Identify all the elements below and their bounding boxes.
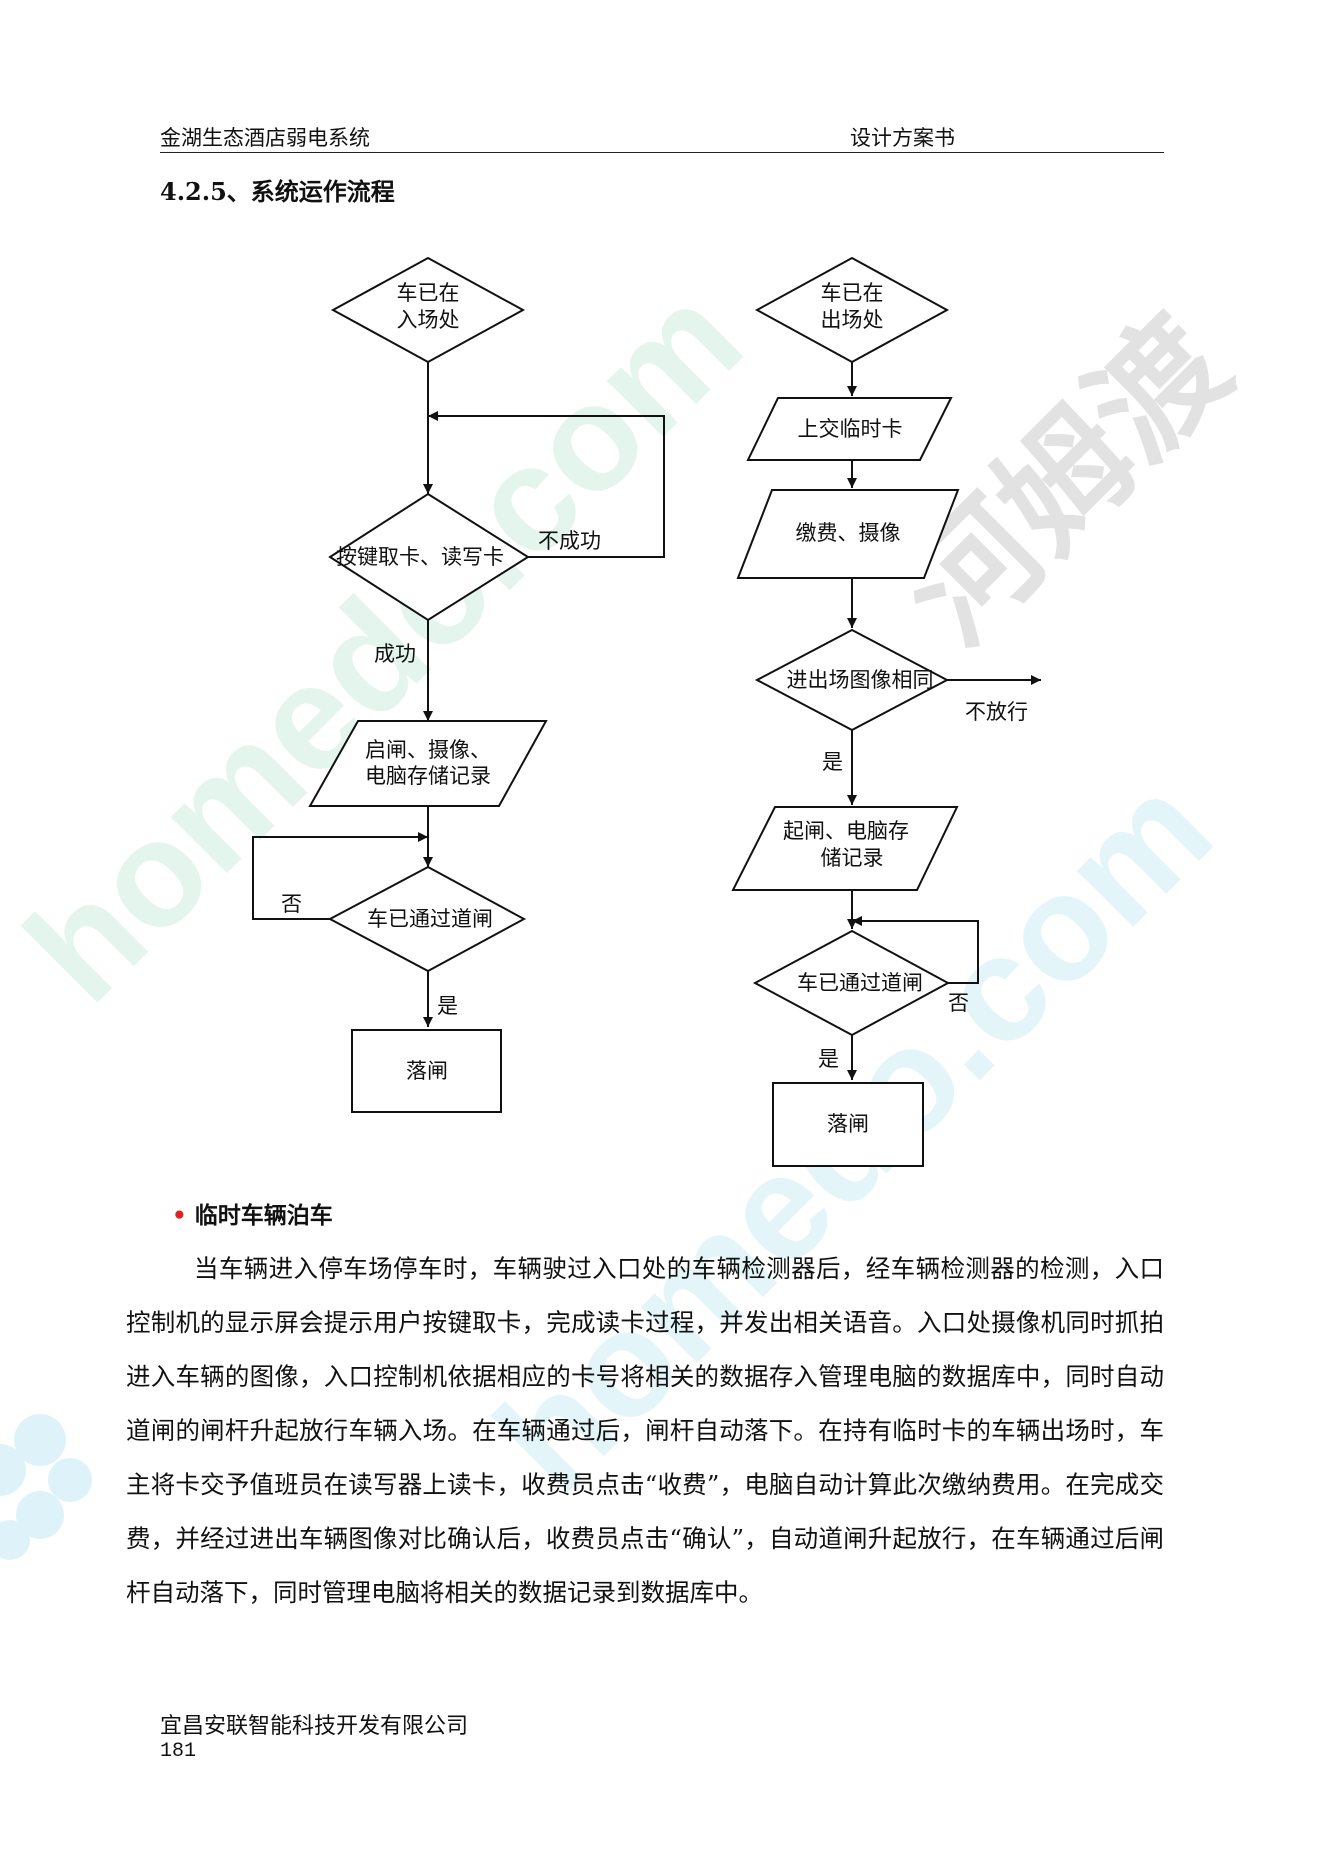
left-yes-label: 是 [437, 994, 458, 1018]
left-card-decision-label: 按键取卡、读写卡 [336, 545, 504, 569]
right-image-decision-label: 进出场图像相同 [787, 668, 934, 692]
right-start-label-1: 车已在 [821, 281, 884, 305]
subsection-title-row: • 临时车辆泊车 [172, 1196, 333, 1230]
left-end-label: 落闸 [406, 1059, 448, 1083]
right-start-label-2: 出场处 [821, 308, 884, 332]
body-paragraph: 当车辆进入停车场停车时，车辆驶过入口处的车辆检测器后，经车辆检测器的检测，入口控… [126, 1254, 1164, 1607]
left-success-label: 成功 [374, 642, 416, 666]
left-fail-label: 不成功 [538, 529, 601, 553]
right-yes-label-1: 是 [822, 750, 843, 774]
bullet-dot-icon: • [172, 1203, 187, 1229]
left-start-label-1: 车已在 [397, 281, 460, 305]
right-end-box [772, 1082, 924, 1167]
right-pay-label: 缴费、摄像 [796, 521, 901, 545]
right-card-parallelogram [746, 397, 953, 461]
left-pass-decision-label: 车已通过道闸 [367, 907, 493, 931]
watermark-flower-icon [0, 1414, 92, 1560]
right-pay-parallelogram [736, 489, 960, 579]
right-card-label: 上交临时卡 [798, 417, 903, 441]
right-no-label: 否 [948, 991, 969, 1015]
left-end-box [351, 1029, 502, 1113]
left-process-parallelogram [308, 720, 548, 807]
right-process-label-2: 储记录 [821, 846, 884, 870]
left-no-label: 否 [281, 892, 302, 916]
right-end-label: 落闸 [827, 1112, 869, 1136]
right-reject-label: 不放行 [965, 700, 1028, 724]
header-title: 金湖生态酒店弱电系统 [160, 126, 370, 150]
footer-company: 宜昌安联智能科技开发有限公司 [160, 1714, 469, 1739]
page-number: 181 [160, 1740, 197, 1763]
right-process-label-1: 起闸、电脑存 [783, 819, 909, 843]
header-divider [160, 152, 1164, 153]
left-start-label-2: 入场处 [397, 308, 460, 332]
subsection-title: 临时车辆泊车 [194, 1203, 333, 1229]
right-pass-decision-label: 车已通过道闸 [797, 971, 923, 995]
section-heading: 4.2.5、系统运作流程 [160, 177, 395, 206]
right-yes-label-2: 是 [818, 1047, 839, 1071]
flowchart: 车已在 入场处 按键取卡、读写卡 不成功 成功 启闸、摄像、 电脑存储记录 车已… [252, 256, 1041, 1167]
left-process-label-2: 电脑存储记录 [365, 764, 491, 788]
right-process-parallelogram [731, 806, 959, 891]
header-doc-type: 设计方案书 [850, 126, 955, 150]
left-process-label-1: 启闸、摄像、 [365, 738, 491, 762]
